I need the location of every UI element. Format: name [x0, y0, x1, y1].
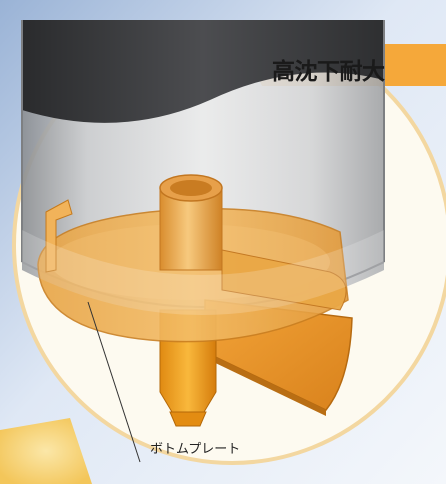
- glass-reflection: [22, 230, 384, 315]
- shaft-hole: [170, 180, 212, 196]
- cylinder-inner-band: [22, 20, 384, 123]
- blade-edge: [205, 352, 326, 416]
- label-leader-line: [87, 301, 141, 463]
- plate-tab: [45, 199, 73, 273]
- headline-title: 高沈下耐大: [272, 59, 385, 85]
- bottom-plate-label: ボトムプレート: [150, 442, 241, 457]
- cylinder-edges: [21, 20, 385, 262]
- corner-badge: [0, 418, 92, 484]
- bottom-plate: [37, 207, 349, 343]
- rotor-wing: [221, 249, 347, 311]
- pile-tip: [169, 411, 207, 427]
